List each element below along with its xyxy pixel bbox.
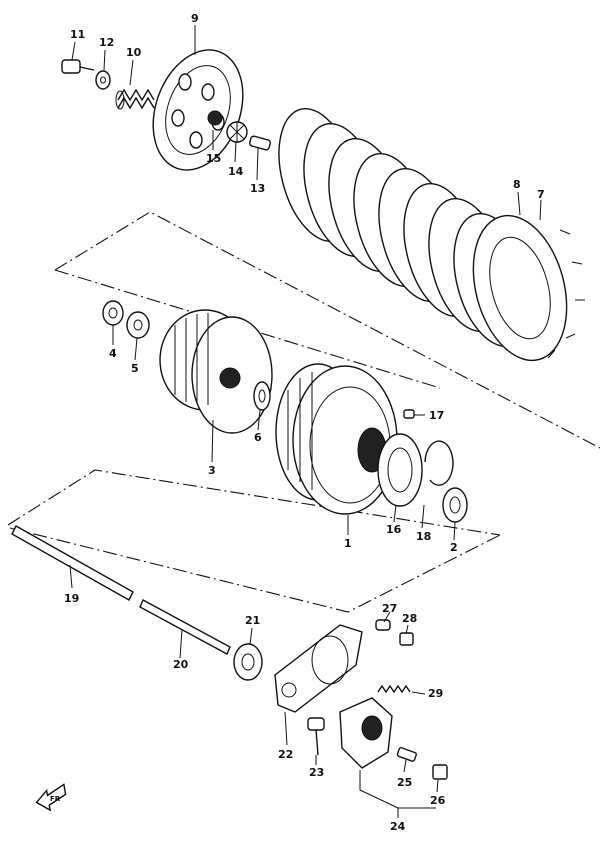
gasket-22 (274, 624, 363, 713)
part-label-21: 21 (245, 614, 260, 627)
part-label-1: 1 (344, 537, 352, 550)
part-label-20: 20 (173, 658, 189, 671)
front-marker-label: FR (50, 795, 61, 803)
clutch-sleeve-hub-3 (159, 309, 273, 434)
spacer-16 (377, 433, 423, 507)
leader-lines (69, 25, 542, 818)
part-label-17: 17 (429, 409, 444, 422)
part-label-25: 25 (397, 776, 412, 789)
part-label-3: 3 (208, 464, 216, 477)
part-label-8: 8 (513, 178, 521, 191)
nut-26 (432, 764, 448, 780)
bolt-11 (61, 59, 95, 74)
part-label-6: 6 (254, 431, 262, 444)
part-label-18: 18 (416, 530, 431, 543)
nut-4 (102, 300, 124, 326)
screw-25 (396, 747, 417, 762)
part-label-24: 24 (390, 820, 406, 833)
part-label-11: 11 (70, 28, 85, 41)
bearing-14 (226, 121, 248, 143)
spring-10 (115, 88, 155, 110)
part-label-19: 19 (64, 592, 79, 605)
part-label-16: 16 (386, 523, 402, 536)
part-label-4: 4 (109, 347, 117, 360)
part-label-22: 22 (278, 748, 293, 761)
part-label-2: 2 (450, 541, 458, 554)
release-cover-24 (339, 697, 393, 769)
part-label-12: 12 (99, 36, 114, 49)
primary-driven-gear-1 (275, 363, 398, 515)
pin-17 (403, 409, 415, 419)
screw-27 (375, 619, 391, 631)
thrust-washer-6 (253, 381, 271, 411)
part-label-26: 26 (430, 794, 446, 807)
part-label-28: 28 (402, 612, 417, 625)
part-label-10: 10 (126, 46, 142, 59)
pressure-plate-9 (152, 49, 244, 171)
part-label-14: 14 (228, 165, 244, 178)
screw-23 (307, 717, 325, 756)
part-label-15: 15 (206, 152, 221, 165)
push-rod-19 (11, 525, 134, 601)
part-label-5: 5 (131, 362, 139, 375)
spring-29 (377, 684, 411, 694)
part-label-13: 13 (250, 182, 265, 195)
circlip-18 (424, 440, 454, 486)
washer-2 (442, 487, 468, 523)
part-label-23: 23 (309, 766, 324, 779)
part-label-29: 29 (428, 687, 443, 700)
clutch-plate-stack (278, 107, 585, 362)
pushrod-13 (249, 135, 271, 151)
part-label-27: 27 (382, 602, 397, 615)
part-label-9: 9 (191, 12, 199, 25)
part-label-7: 7 (537, 188, 545, 201)
front-direction-arrow-icon: FR (35, 783, 67, 812)
lock-washer-5 (126, 311, 150, 339)
part-labels: 11 12 10 9 15 14 13 8 7 4 5 3 6 17 16 18… (64, 12, 545, 833)
push-rod-20 (139, 599, 231, 655)
oil-seal-21 (233, 643, 263, 681)
nut-28 (399, 632, 414, 646)
assembly-frame-lower (7, 469, 501, 613)
washer-12 (95, 70, 111, 90)
